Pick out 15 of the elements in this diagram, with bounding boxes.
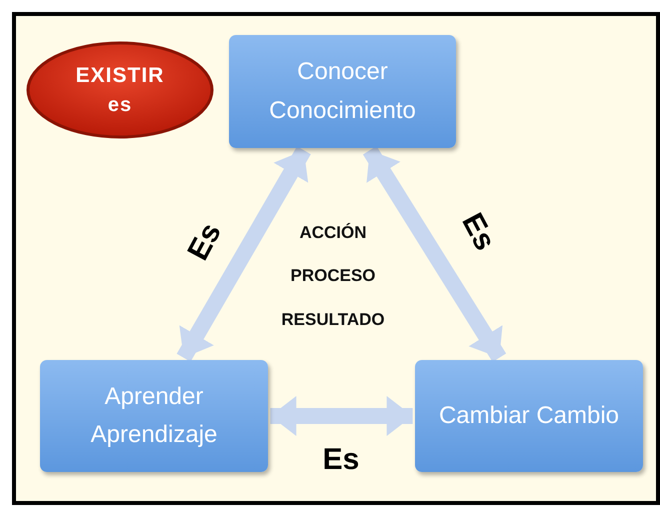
double-arrow: [270, 396, 413, 436]
oval-badge: [25, 40, 215, 140]
rounded-box: [40, 360, 268, 472]
center-label: ACCIÓN: [299, 223, 367, 243]
node-text: es: [108, 94, 132, 116]
node-text: Cambiar Cambio: [438, 400, 620, 431]
node-text: Conocer Conocimiento: [268, 57, 417, 126]
center-label: RESULTADO: [281, 310, 385, 330]
rounded-box: [415, 360, 643, 472]
double-arrow: [176, 146, 311, 362]
center-label: PROCESO: [290, 266, 376, 286]
node-text: Aprender Aprendizaje: [90, 382, 218, 450]
node-text: EXISTIR: [76, 64, 164, 88]
double-arrow: [362, 146, 506, 362]
rounded-box: [229, 35, 456, 148]
